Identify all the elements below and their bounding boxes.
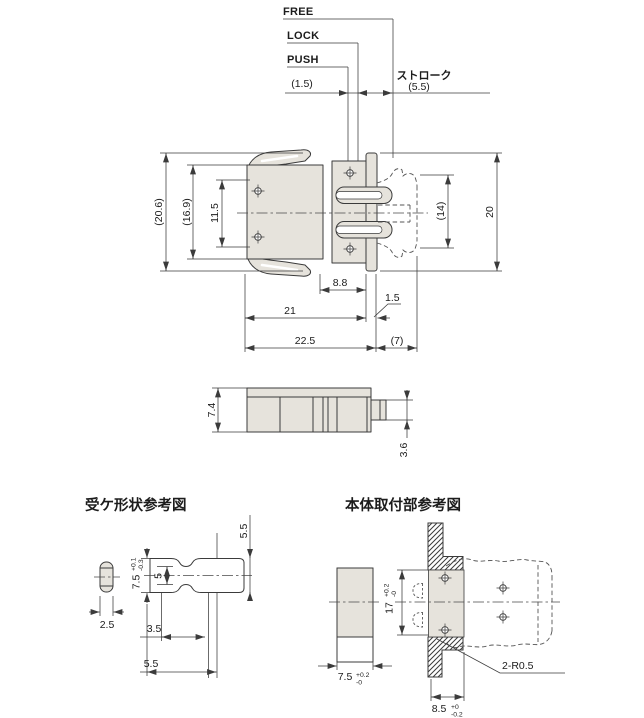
keeper-phantom-outline [376,168,418,258]
flange-thickness-dim: 1.5 [385,292,400,304]
mount-cut-tol-dim: 8.5 +0 -0.2 [432,703,463,718]
lock-label: LOCK [287,30,319,42]
engage-depth-dim: 5.5 [238,524,250,539]
offset-a-dim: 3.5 [147,623,162,635]
latch-phantom-outline [445,558,553,649]
receiver-view-title: 受ケ形状参考図 [85,496,187,514]
front-view-dimensions: (20.6) (16.9) 11.5 (14) 20 8.8 21 1.5 22… [153,152,502,352]
clip-section-phantom [412,583,423,599]
stroke-value-dim: (5.5) [408,81,430,93]
panel-height-dim: 20 [484,206,496,218]
keeper-width-tol-dim: 7.5 +0.1 -0.3 [131,557,146,589]
mount-hole [496,581,510,595]
overall-height-dim: (20.6) [153,198,165,225]
overall-length-dim: 22.5 [295,335,316,347]
side-view: 7.4 3.6 [206,387,413,458]
panel-section-top [427,522,464,571]
push-depth-dim: (1.5) [291,78,313,90]
svg-text:-0: -0 [391,591,398,597]
svg-text:+0.2: +0.2 [356,672,370,679]
protrusion-dim: (7) [391,335,404,347]
free-label: FREE [283,6,314,18]
svg-text:-0.3: -0.3 [138,559,145,571]
keeper-neck-dim: 5 [153,573,165,579]
front-view [237,149,428,277]
svg-text:+0: +0 [451,704,459,711]
receiver-reference-view: 受ケ形状参考図 2.5 7.5 +0.1 -0.3 5 5.5 3.5 [85,496,253,678]
offset-b-dim: 5.5 [144,658,159,670]
panel-section-bottom [427,636,464,678]
svg-text:17: 17 [384,602,396,614]
svg-text:+0.1: +0.1 [131,557,138,571]
keeper-height-dim: (14) [435,202,447,221]
mount-width-tol-dim: 7.5 +0.2 -0 [338,671,370,687]
mount-hole [496,610,510,624]
mount-height-tol-dim: 17 +0.2 -0 [384,583,399,613]
mount-view-title: 本体取付部参考図 [345,496,461,514]
svg-text:+0.2: +0.2 [384,583,391,597]
push-label: PUSH [287,54,319,66]
state-annotations: FREE LOCK PUSH (1.5) ストローク (5.5) [283,6,490,188]
side-height-dim: 7.4 [206,403,218,418]
corner-radius-note: 2-R0.5 [502,660,534,672]
svg-text:-0: -0 [356,680,362,687]
svg-text:7.5: 7.5 [338,671,353,683]
tip-height-dim: 3.6 [398,443,410,458]
clip-section-phantom [412,612,423,628]
body-length-dim: 21 [284,305,296,317]
inner-height-dim: (16.9) [181,198,193,225]
hole-pitch-dim: 11.5 [209,203,221,223]
svg-text:-0.2: -0.2 [451,712,463,718]
stroke-label: ストローク [397,69,452,82]
mount-reference-view: 本体取付部参考図 7.5 +0.2 -0 17 +0.2 -0 [318,496,565,718]
svg-text:8.5: 8.5 [432,703,447,715]
keeper-thickness-dim: 2.5 [100,619,115,631]
depth-to-flange-dim: 8.8 [333,277,348,289]
svg-text:7.5: 7.5 [131,575,143,590]
